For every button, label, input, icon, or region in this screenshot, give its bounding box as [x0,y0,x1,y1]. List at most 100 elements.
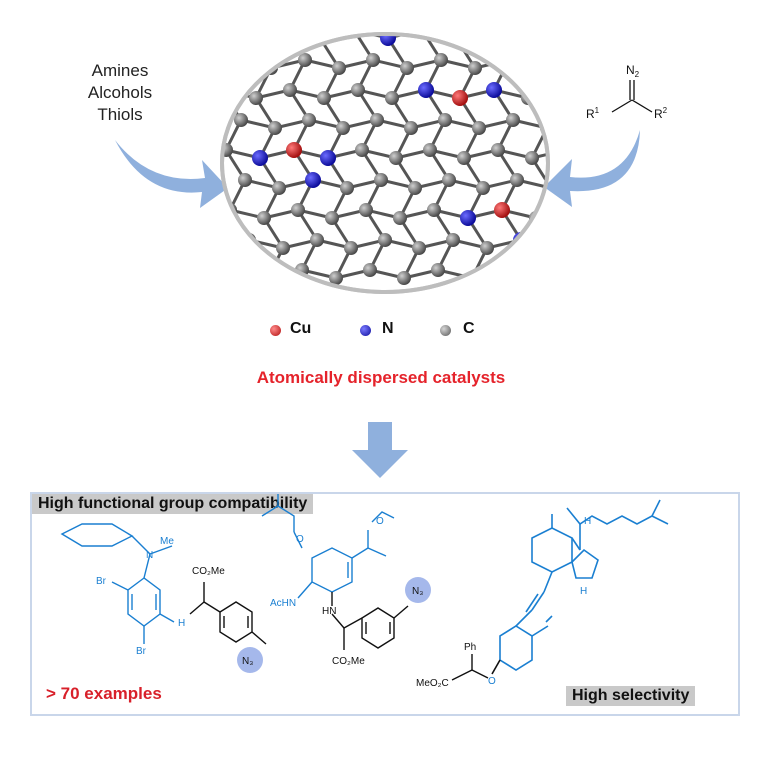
carbon-atom [268,121,282,135]
carbon-atom [261,271,275,285]
copper-atom [452,90,468,106]
carbon-atom [374,173,388,187]
carbon-atom [291,203,305,217]
diazo-reagent: N2 R1 R2 [586,63,668,121]
meo2c-label: MeO₂C [416,678,449,689]
carbon-atom [442,173,456,187]
o-label-3: O [376,516,384,527]
carbon-atom [310,233,324,247]
n2-label: N2 [626,63,640,79]
lattice-bond [222,34,239,61]
carbon-atom [434,53,448,67]
molecule-1 [60,523,267,673]
product-scope-panel [30,492,740,716]
lattice-bond [505,268,541,280]
carbon-atom [370,113,384,127]
carbon-atom [359,203,373,217]
compatibility-tag: High functional group compatibility [32,494,314,514]
carbon-atom [525,151,539,165]
lattice-bond [251,34,287,40]
carbon-atom [340,181,354,195]
n-label: N [146,550,153,561]
lattice-bond [250,37,273,69]
r1-label: R1 [586,106,600,121]
o-label-2: O [296,534,304,545]
carbon-atom [393,211,407,225]
h-label-1: H [178,618,185,629]
examples-count: > 70 examples [46,684,162,703]
h-label-3: H [580,586,587,597]
carbon-atom [468,61,482,75]
lattice-bond [538,247,548,279]
achn-label: AcHN [270,598,296,609]
carbon-atom [423,143,437,157]
carbon-atom [449,34,463,45]
atom-legend: Cu N C [270,318,510,342]
catalyst-title: Atomically dispersed catalysts [256,368,506,387]
legend-cu-label: Cu [290,320,312,337]
lattice-bond [526,67,545,99]
carbon-atom [344,241,358,255]
right-curved-arrow [544,130,640,207]
h-label-2: H [584,516,591,527]
carbon-atom [325,211,339,225]
reagent-amines: Amines [91,61,149,80]
carbon-atom [548,241,552,255]
c-dot-icon [440,325,451,336]
lattice-bond [222,59,239,91]
carbon-atom [510,173,524,187]
carbon-atom [404,121,418,135]
nitrogen-atom [252,150,268,166]
graphene-catalyst-sphere [220,30,552,294]
br-label-1: Br [96,576,107,587]
co2me-label-2: CO₂Me [332,656,365,667]
reagent-alcohols: Alcohols [87,83,153,102]
carbon-atom [227,263,241,277]
lattice-bond [285,34,321,40]
lattice-bond [542,58,548,70]
carbon-atom [502,53,516,67]
carbon-atom [551,30,552,37]
copper-atom [286,142,302,158]
carbon-atom [355,143,369,157]
carbon-atom [483,34,497,37]
me-label: Me [160,536,174,547]
left-curved-arrow [115,140,228,208]
nitrogen-atom [380,34,396,46]
carbon-atom [245,34,259,45]
carbon-atom [272,181,286,195]
carbon-atom [385,91,399,105]
lattice-bond [233,268,269,280]
carbon-atom [472,121,486,135]
n-dot-icon [360,325,371,336]
lattice-bond [546,118,548,130]
co2me-label-1: CO₂Me [192,566,225,577]
carbon-atom [249,91,263,105]
lattice-bond [489,34,525,40]
carbon-atom [283,83,297,97]
lattice-bond [520,238,548,250]
carbon-atom [238,173,252,187]
carbon-atom [336,121,350,135]
carbon-atom [506,113,520,127]
hn-label: HN [322,606,336,617]
carbon-atom [389,151,403,165]
lattice-bond [232,239,251,271]
reagent-thiols: Thiols [97,105,143,124]
molecule-2 [261,494,431,650]
carbon-atom [279,34,293,37]
ester-fragment [451,654,489,681]
molecule-3 [491,499,669,675]
carbon-atom [397,271,411,285]
product-molecules: Me N Br Br CO₂Me H N₃ O O AcHN HN CO₂Me … [60,494,669,689]
carbon-atom [400,61,414,75]
carbon-atom [366,53,380,67]
carbon-atom [480,241,494,255]
nitrogen-atom [418,82,434,98]
carbon-atom [517,34,531,45]
carbon-atom [298,53,312,67]
copper-atom [494,202,510,218]
carbon-atom [427,203,441,217]
lattice-bond [488,34,511,61]
ph-label: Ph [464,642,476,653]
